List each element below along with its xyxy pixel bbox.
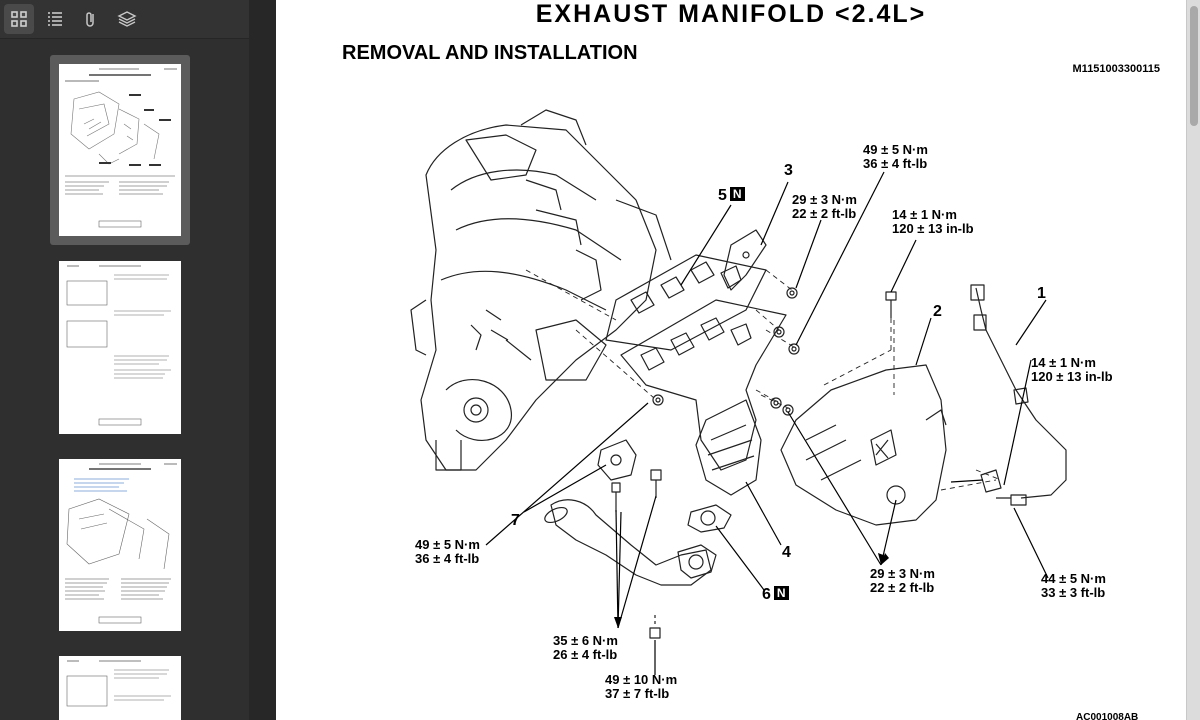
part-number-6-label: 6: [762, 586, 771, 603]
oxygen-sensor-harness: [975, 287, 1067, 499]
torque-imperial: 22 ± 2 ft-lb: [870, 580, 935, 595]
torque-callout-top: 49 ± 5 N·m 36 ± 4 ft-lb: [863, 143, 928, 171]
torque-metric: 49 ± 10 N·m: [605, 672, 678, 687]
nuts: [652, 287, 800, 416]
torque-imperial: 22 ± 2 ft-lb: [792, 206, 857, 221]
front-exhaust-pipe: [550, 499, 712, 586]
part-number-2: 2: [933, 303, 942, 320]
exhaust-manifold: [620, 299, 787, 471]
thumbnail-page-4[interactable]: [59, 656, 181, 720]
pipe-bracket-flange: [597, 439, 637, 481]
torque-callout-bracket: 29 ± 3 N·m 22 ± 2 ft-lb: [792, 193, 857, 221]
figure-id: AC001008AB: [1076, 712, 1139, 720]
exhaust-manifold-diagram: [410, 109, 1067, 675]
torque-callout-upper-bolt: 14 ± 1 N·m 120 ± 13 in-lb: [892, 208, 974, 236]
attachments-button[interactable]: [76, 4, 106, 34]
thumbnail-page-2[interactable]: [59, 261, 181, 434]
torque-metric: 29 ± 3 N·m: [792, 192, 857, 207]
page-scrollbar[interactable]: [1186, 0, 1200, 720]
torque-callout-oxygen-sensor: 44 ± 5 N·m 33 ± 3 ft-lb: [1041, 572, 1106, 600]
attachments-icon: [86, 12, 94, 27]
torque-imperial: 26 ± 4 ft-lb: [553, 647, 618, 662]
page-4-preview: [59, 656, 181, 720]
part-number-3: 3: [784, 162, 793, 179]
torque-imperial: 120 ± 13 in-lb: [1031, 369, 1113, 384]
torque-callout-lower-middle: 29 ± 3 N·m 22 ± 2 ft-lb: [870, 567, 935, 595]
panel-divider[interactable]: [249, 0, 276, 720]
non-reusable-badge: N: [773, 586, 789, 600]
torque-metric: 49 ± 5 N·m: [415, 537, 480, 552]
exhaust-pipe-gasket: [687, 504, 732, 533]
torque-metric: 14 ± 1 N·m: [1031, 355, 1096, 370]
page-title: EXHAUST MANIFOLD <2.4L>: [535, 0, 927, 28]
part-number-5-label: 5: [718, 187, 727, 204]
part-number-7: 7: [511, 512, 520, 529]
torque-callout-pipe-nut: 49 ± 10 N·m 37 ± 7 ft-lb: [605, 673, 677, 701]
engine-block: [420, 124, 657, 471]
torque-metric: 49 ± 5 N·m: [863, 142, 928, 157]
manifold-gasket: [605, 254, 767, 351]
page-3-preview: [59, 459, 181, 631]
page-2-preview: [59, 261, 181, 434]
pipe-bolt-a: [611, 482, 621, 512]
layers-icon: [117, 11, 137, 27]
upper-heat-protector: [780, 364, 947, 526]
outline-button[interactable]: [40, 4, 70, 34]
torque-metric: 14 ± 1 N·m: [892, 207, 957, 222]
thumbnails-icon: [11, 11, 27, 27]
torque-callout-left: 49 ± 5 N·m 36 ± 4 ft-lb: [415, 538, 480, 566]
document-page: EXHAUST MANIFOLD <2.4L> REMOVAL AND INST…: [276, 0, 1186, 720]
pipe-bolt-b: [650, 469, 662, 498]
torque-metric: 29 ± 3 N·m: [870, 566, 935, 581]
oxygen-sensor: [996, 494, 1027, 506]
scroll-thumb[interactable]: [1190, 6, 1198, 126]
thumbnail-page-1[interactable]: [59, 64, 181, 236]
lower-pipe-nut: [649, 627, 661, 639]
thumbnail-list[interactable]: [0, 39, 249, 720]
torque-callout-sensor-bolt: 14 ± 1 N·m 120 ± 13 in-lb: [1031, 356, 1113, 384]
section-heading: REMOVAL AND INSTALLATION: [342, 42, 638, 64]
thumbnails-button[interactable]: [4, 4, 34, 34]
thumbnail-page-3[interactable]: [59, 459, 181, 631]
torque-imperial: 36 ± 4 ft-lb: [863, 156, 928, 171]
outline-icon: [48, 12, 62, 26]
page-1-preview: [59, 64, 181, 236]
sidebar-toolbar: [0, 0, 249, 39]
torque-imperial: 37 ± 7 ft-lb: [605, 686, 670, 701]
torque-imperial: 33 ± 3 ft-lb: [1041, 585, 1106, 600]
bracket: [723, 229, 767, 291]
torque-imperial: 120 ± 13 in-lb: [892, 221, 974, 236]
torque-imperial: 36 ± 4 ft-lb: [415, 551, 480, 566]
document-id: M1151003300115: [1072, 63, 1160, 75]
upper-heat-protector-bolt: [885, 291, 897, 318]
part-number-1: 1: [1037, 285, 1046, 302]
sidebar: [0, 0, 249, 720]
torque-callout-pipe-bolts: 35 ± 6 N·m 26 ± 4 ft-lb: [553, 634, 618, 662]
non-reusable-badge: N: [729, 187, 745, 201]
layers-button[interactable]: [112, 4, 142, 34]
lower-heat-protector: [695, 399, 762, 496]
torque-metric: 35 ± 6 N·m: [553, 633, 618, 648]
torque-metric: 44 ± 5 N·m: [1041, 571, 1106, 586]
part-number-4: 4: [782, 544, 791, 561]
